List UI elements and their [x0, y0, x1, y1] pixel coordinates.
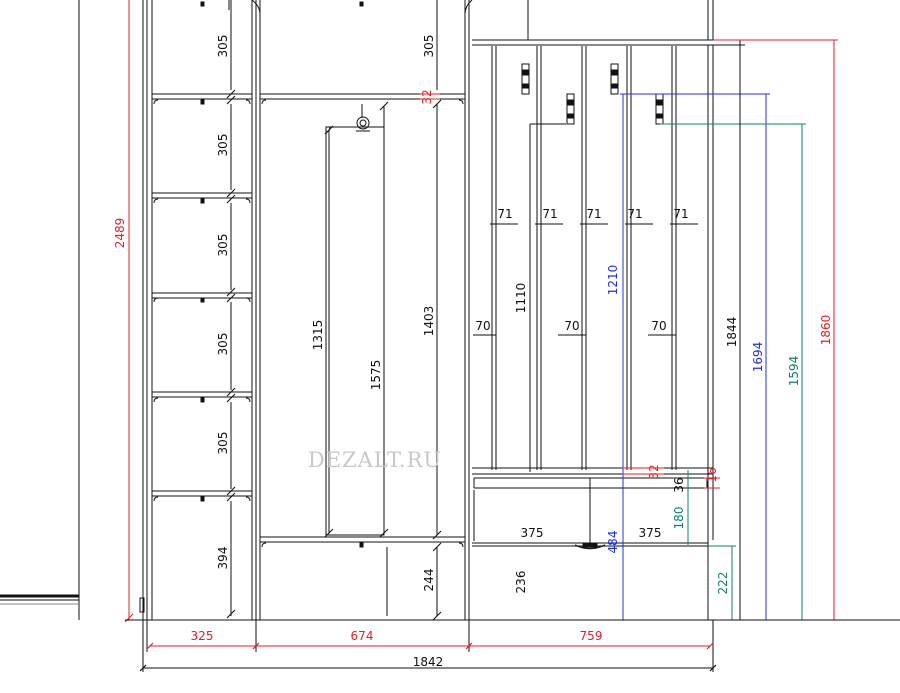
hallway-dimension-labels: 1110 1210 484 180 36 236 222 1844 1694 1… [514, 265, 833, 595]
dim-244: 244 [422, 569, 436, 592]
dim-shelf-5: 305 [216, 432, 230, 455]
watermark: DEZALT.RU [308, 448, 442, 472]
wardrobe-dimension-labels: 1315 1575 1403 305 244 [311, 35, 436, 592]
slat-spacing-labels: 71 71 71 71 71 70 70 70 [475, 207, 688, 333]
wardrobe-dimension-ticks [324, 99, 442, 621]
dim-71-d: 71 [627, 207, 642, 221]
dim-1210: 1210 [606, 265, 620, 296]
dim-seat-32: 32 [647, 464, 661, 479]
dim-shelf-2: 305 [216, 134, 230, 157]
hallway-section [472, 0, 714, 620]
dim-shelf-4: 305 [216, 333, 230, 356]
dim-width-1842: 1842 [413, 655, 444, 669]
dim-484: 484 [606, 531, 620, 554]
total-height-dimension: 2489 [113, 0, 134, 623]
dim-1403: 1403 [422, 306, 436, 337]
hook-icon [566, 93, 575, 125]
seat-dimension-labels: 32 16 375 375 [521, 464, 719, 540]
hook-icon [521, 63, 530, 95]
dim-drawer-375-b: 375 [639, 526, 662, 540]
dim-1694: 1694 [751, 342, 765, 373]
dim-rod-1315: 1315 [311, 320, 325, 351]
rail-gap-dimension: 32 [420, 89, 440, 105]
dim-shelf-1: 305 [216, 35, 230, 58]
dim-1860: 1860 [819, 315, 833, 346]
wall-slats [491, 46, 677, 470]
dim-70-b: 70 [564, 319, 579, 333]
dim-70-a: 70 [475, 319, 490, 333]
adjacent-cabinet [0, 0, 80, 620]
dim-236: 236 [514, 571, 528, 594]
dim-width-759: 759 [580, 629, 603, 643]
shelf-boards [152, 93, 252, 497]
dim-70-c: 70 [651, 319, 666, 333]
shelf-dimension-ticks [226, 89, 236, 619]
dim-shelf-bottom: 394 [216, 547, 230, 570]
hook-icon [655, 93, 664, 125]
dim-1844: 1844 [725, 317, 739, 348]
width-dimension-labels: 325 674 759 1842 [191, 629, 603, 669]
width-dimensions [139, 620, 717, 672]
dim-top-305: 305 [422, 35, 436, 58]
dim-rail-32: 32 [420, 89, 434, 104]
dim-71-b: 71 [542, 207, 557, 221]
coat-hooks [521, 63, 664, 125]
wardrobe-section [251, 0, 473, 620]
dim-1110: 1110 [514, 283, 528, 314]
hook-dimension-lines [529, 39, 838, 620]
dim-222: 222 [716, 572, 730, 595]
shelf-dimension-labels: 305 305 305 305 305 394 [216, 35, 230, 570]
dim-1594: 1594 [787, 356, 801, 387]
dim-71-a: 71 [497, 207, 512, 221]
dim-shelf-3: 305 [216, 234, 230, 257]
dim-180: 180 [672, 507, 686, 530]
dim-width-325: 325 [191, 629, 214, 643]
slat-spacing-marks [473, 223, 698, 336]
dim-71-e: 71 [673, 207, 688, 221]
seat-red-ticks [622, 467, 720, 489]
dim-drawer-375-a: 375 [521, 526, 544, 540]
dim-seat-16: 16 [705, 467, 719, 482]
dim-2489: 2489 [113, 218, 127, 249]
dim-width-674: 674 [351, 629, 374, 643]
hook-icon [610, 63, 619, 95]
dim-rod-1575: 1575 [369, 360, 383, 391]
dim-71-c: 71 [586, 207, 601, 221]
shelf-section [139, 0, 257, 620]
dim-36: 36 [672, 477, 686, 492]
